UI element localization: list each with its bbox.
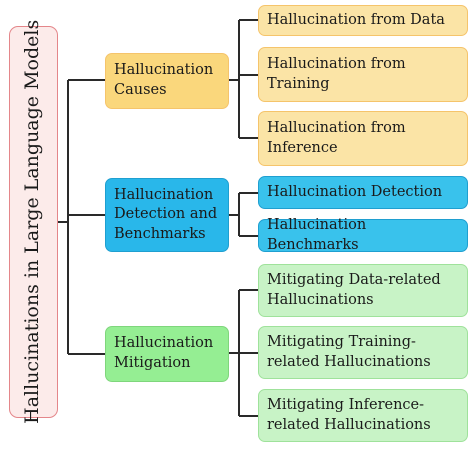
leaf-hallucination-from-data: Hallucination from Data [258, 5, 468, 36]
category-mitigation: Hallucination Mitigation [105, 326, 229, 382]
leaf-hallucination-from-inference: Hallucination from Inference [258, 111, 468, 166]
leaf-hallucination-benchmarks: Hallucination Benchmarks [258, 216, 468, 253]
leaf-mitigating-data-related: Mitigating Data-related Hallucinations [258, 264, 468, 317]
leaf-label: Hallucination Benchmarks [267, 216, 367, 253]
leaf-hallucination-from-training: Hallucination from Training [258, 47, 468, 102]
root-node: Hallucinations in Large Language Models [9, 20, 58, 424]
category-mitigation-label: Hallucination Mitigation [114, 335, 214, 371]
leaf-label: Hallucination from Data [267, 11, 445, 28]
category-causes-label: Hallucination Causes [114, 62, 214, 98]
leaf-mitigating-inference-related: Mitigating Inference-related Hallucinati… [258, 389, 468, 442]
root-label: Hallucinations in Large Language Models [21, 19, 44, 425]
leaf-label: Mitigating Training-related Hallucinatio… [267, 333, 431, 370]
leaf-mitigating-training-related: Mitigating Training-related Hallucinatio… [258, 326, 468, 379]
leaf-label: Mitigating Data-related Hallucinations [267, 271, 441, 308]
leaf-hallucination-detection: Hallucination Detection [258, 176, 468, 209]
category-detection-label: Hallucination Detection and Benchmarks [114, 186, 218, 242]
category-detection-benchmarks: Hallucination Detection and Benchmarks [105, 178, 229, 252]
leaf-label: Hallucination from Training [267, 55, 406, 92]
category-causes: Hallucination Causes [105, 53, 229, 109]
leaf-label: Hallucination Detection [267, 183, 443, 200]
leaf-label: Mitigating Inference-related Hallucinati… [267, 396, 431, 433]
leaf-label: Hallucination from Inference [267, 119, 406, 156]
